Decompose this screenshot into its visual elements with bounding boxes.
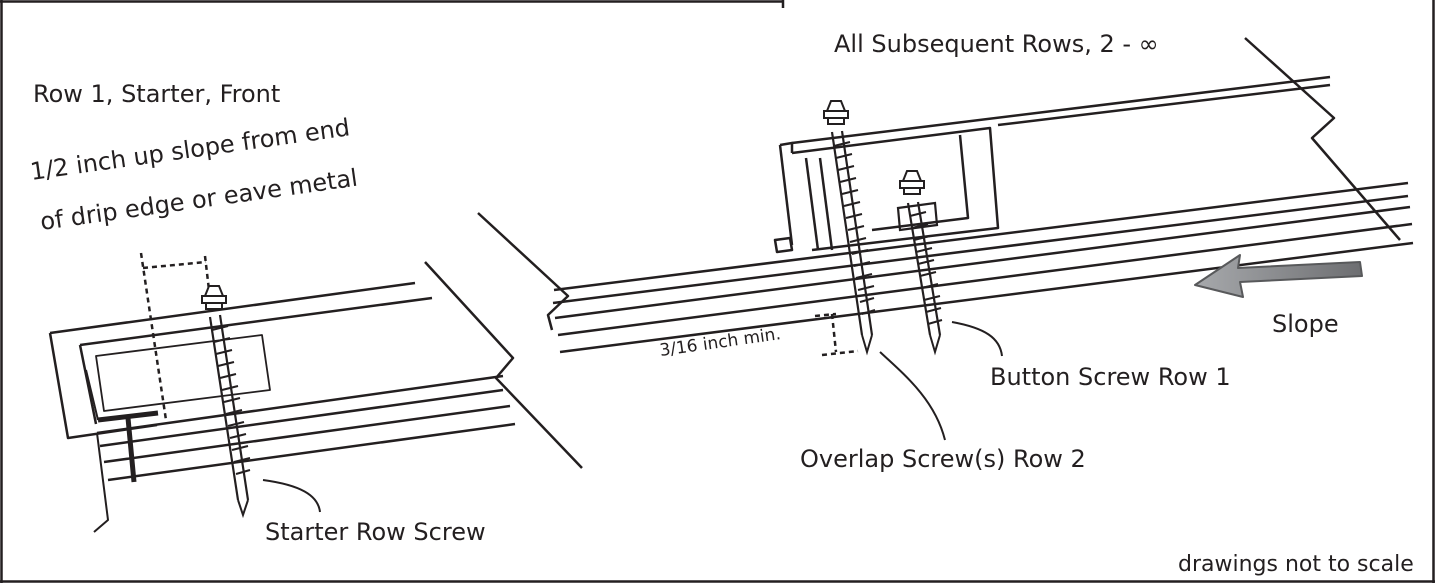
drip-edge-bar xyxy=(97,410,159,483)
slope-label: Slope xyxy=(1272,310,1339,338)
button-washer-block xyxy=(896,201,939,232)
starter-leader-line xyxy=(262,479,321,513)
row1-label: Row 1, Starter, Front xyxy=(33,80,281,108)
half-inch-dimension xyxy=(139,252,211,421)
subsequent-panels xyxy=(477,37,1414,354)
overlap-screw xyxy=(823,100,876,356)
starter-row-screw xyxy=(201,285,251,519)
button-screw-label: Button Screw Row 1 xyxy=(990,363,1231,391)
overlap-leader-line xyxy=(879,351,946,441)
button-leader-line xyxy=(951,321,1003,357)
three-sixteenths-dimension xyxy=(814,312,859,357)
starter-screw-label: Starter Row Screw xyxy=(265,518,486,546)
slope-arrow-icon xyxy=(1194,254,1363,298)
overlap-screw-label: Overlap Screw(s) Row 2 xyxy=(800,445,1086,473)
starter-panel xyxy=(48,261,583,533)
not-to-scale-note: drawings not to scale xyxy=(1178,552,1414,577)
button-screw xyxy=(899,170,943,356)
subsequent-rows-label: All Subsequent Rows, 2 - ∞ xyxy=(834,30,1159,58)
